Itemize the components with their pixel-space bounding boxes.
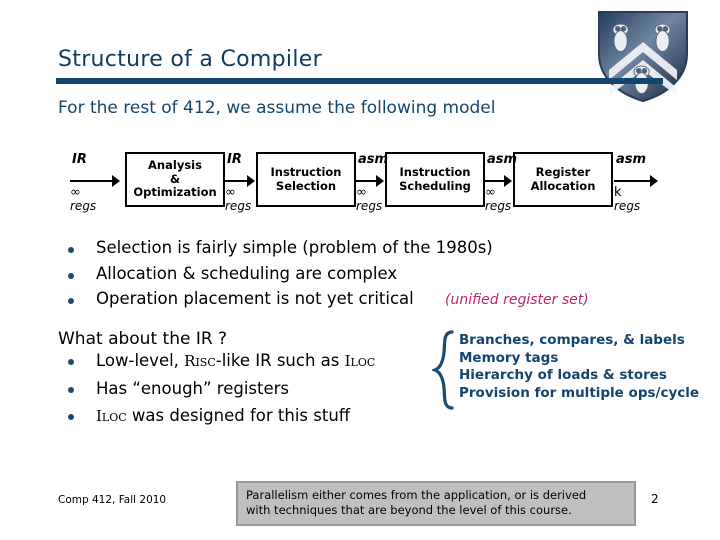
connector-label-below: ∞regs	[70, 186, 96, 212]
connector-line	[614, 180, 650, 182]
observations-bullet-list: Selection is fairly simple (problem of t…	[58, 238, 678, 317]
connector-label-below: ∞regs	[356, 186, 382, 212]
callout-line: with techniques that are beyond the leve…	[246, 503, 572, 518]
stage-label-line: Selection	[275, 178, 337, 193]
stage-label-line: Allocation	[530, 178, 596, 193]
arrow-head-icon	[112, 175, 120, 187]
iloc-small-caps: Iloc	[344, 352, 376, 370]
ir-item-pre: Has “enough” registers	[96, 378, 290, 398]
arrow-head-icon	[650, 175, 658, 187]
arrow-head-icon	[376, 175, 384, 187]
bullet-text: Operation placement is not yet critical	[96, 289, 414, 308]
connector-label-above: IR	[72, 152, 87, 167]
connector-scheduling-to-allocation: asm ∞regs	[485, 152, 517, 212]
ir-item-post: was designed for this stuff	[126, 406, 351, 425]
curly-brace-icon	[429, 330, 458, 410]
connector-line	[356, 180, 376, 182]
iloc-small-caps: Iloc	[96, 407, 127, 425]
connector-label-below: ∞regs	[485, 186, 511, 212]
stage-label-line: Scheduling	[399, 178, 471, 193]
connector-selection-to-scheduling: asm ∞regs	[356, 152, 388, 212]
note-line: Provision for multiple ops/cycle	[459, 384, 700, 401]
stage-label-line: Analysis	[148, 158, 202, 173]
note-line: Memory tags	[459, 349, 559, 366]
register-unit-label: regs	[70, 198, 97, 213]
register-count: ∞	[485, 185, 496, 200]
stage-label-line: Instruction	[399, 164, 471, 179]
ir-bullet-list: Low-level, Risc-like IR such as Iloc Has…	[58, 351, 458, 436]
stage-label-line: Optimization	[133, 185, 217, 200]
register-count: ∞	[225, 185, 236, 200]
list-item: Iloc was designed for this stuff	[58, 406, 458, 425]
parallelism-callout-box: Parallelism either comes from the applic…	[236, 481, 636, 527]
arrow-head-icon	[504, 175, 512, 187]
ir-feature-notes: Branches, compares, & labels Memory tags…	[459, 332, 699, 402]
callout-line: Parallelism either comes from the applic…	[246, 488, 587, 502]
pipeline-stage-analysis-optimization: Analysis&Optimization	[125, 152, 225, 207]
ir-question-heading: What about the IR ?	[58, 329, 228, 349]
risc-small-caps: Risc	[184, 352, 216, 370]
stage-label-line: Register	[535, 164, 591, 179]
course-footer: Comp 412, Fall 2010	[58, 494, 167, 506]
connector-analysis-to-selection: IR ∞regs	[225, 152, 255, 212]
connector-line	[485, 180, 504, 182]
bullet-text: Selection is fairly simple (problem of t…	[96, 238, 493, 257]
register-count: ∞	[356, 185, 367, 200]
arrow-head-icon	[247, 175, 255, 187]
rice-university-shield-logo	[591, 8, 695, 104]
connector-label-above: asm	[616, 152, 647, 167]
register-count: k	[614, 185, 622, 200]
connector-label-above: asm	[487, 152, 518, 167]
list-item: Operation placement is not yet critical …	[58, 289, 678, 308]
list-item: Allocation & scheduling are complex	[58, 263, 678, 283]
connector-label-above: asm	[358, 152, 389, 167]
list-item: Low-level, Risc-like IR such as Iloc	[58, 351, 458, 370]
list-item: Selection is fairly simple (problem of t…	[58, 238, 678, 257]
stage-label-line: &	[169, 171, 181, 186]
connector-input-to-analysis: IR ∞regs	[70, 152, 120, 212]
note-line: Branches, compares, & labels	[459, 332, 685, 348]
register-unit-label: regs	[225, 198, 252, 213]
note-line: Hierarchy of loads & stores	[459, 367, 667, 384]
stage-label-line: Instruction	[270, 164, 342, 179]
register-unit-label: regs	[356, 198, 383, 213]
bullet-text: Allocation & scheduling are complex	[96, 263, 398, 283]
title-underline-rule	[56, 78, 663, 84]
connector-label-below: ∞regs	[225, 186, 251, 212]
slide-subtitle: For the rest of 412, we assume the follo…	[58, 98, 496, 118]
register-count: ∞	[70, 185, 81, 200]
list-item: Has “enough” registers	[58, 378, 458, 398]
page-title: Structure of a Compiler	[58, 47, 322, 72]
connector-line	[225, 180, 247, 182]
page-number: 2	[651, 492, 659, 506]
connector-line	[70, 180, 112, 182]
unified-register-set-note: (unified register set)	[444, 292, 589, 308]
ir-item-mid: -like IR such as	[215, 351, 345, 370]
ir-item-pre: Low-level,	[96, 351, 185, 370]
register-unit-label: regs	[485, 198, 512, 213]
connector-label-above: IR	[227, 152, 242, 167]
register-unit-label: regs	[614, 198, 641, 213]
